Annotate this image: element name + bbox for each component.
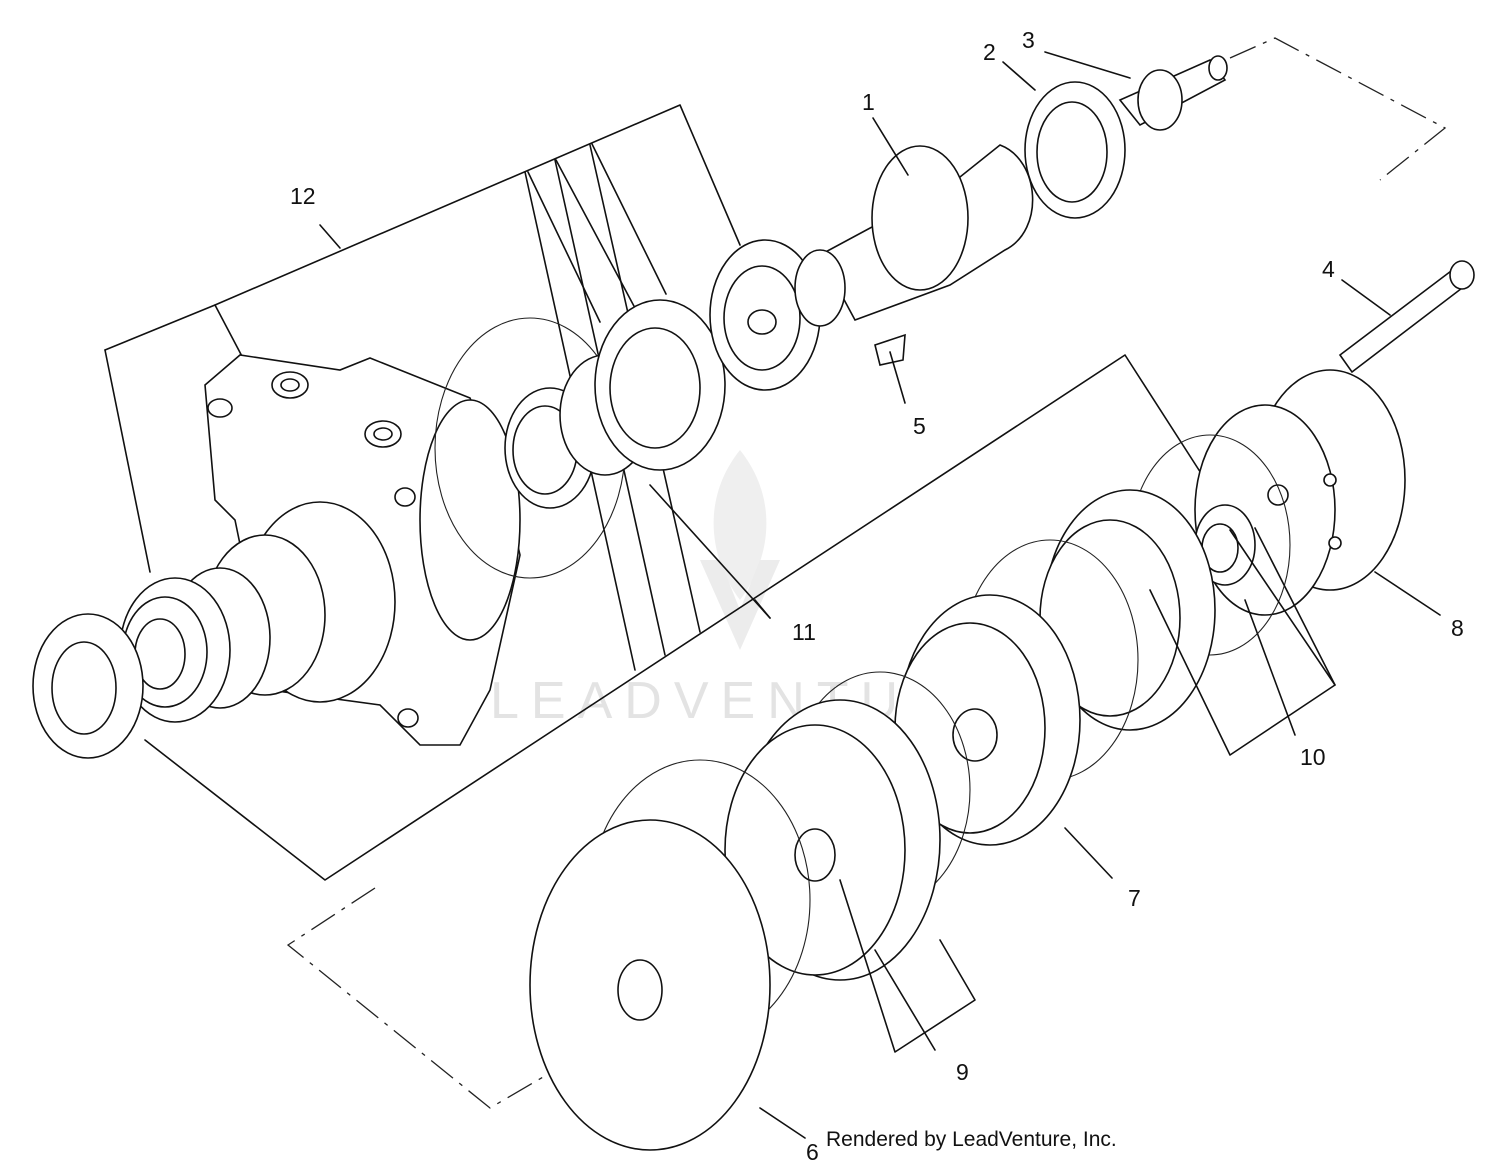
callout-7: 7: [1128, 885, 1141, 911]
callout-10: 10: [1300, 744, 1326, 770]
end-cap: [529, 759, 811, 1151]
render-credit: Rendered by LeadVenture, Inc.: [826, 1128, 1117, 1151]
callout-12: 12: [290, 183, 316, 209]
rotor-set: [894, 489, 1216, 846]
drive-shaft: [794, 144, 1034, 366]
gear-and-washer: [1024, 55, 1228, 219]
bracket-11: [527, 143, 771, 619]
callout-11: 11: [792, 619, 816, 645]
callout-8: 8: [1451, 615, 1464, 641]
plate-assembly: [1129, 434, 1291, 656]
callout-3: 3: [1022, 27, 1035, 53]
callout-9: 9: [956, 1059, 969, 1085]
seal-rings: [434, 239, 821, 579]
callout-4: 4: [1322, 256, 1335, 282]
motor-housing: [32, 354, 521, 759]
valve-plate: [724, 671, 971, 981]
callout-6: 6: [806, 1139, 819, 1165]
callout-labels: 1 2 3 4 5 6 7 8 9 10 11 12: [290, 27, 1464, 1165]
callout-5: 5: [913, 413, 926, 439]
bolt: [1338, 260, 1475, 374]
callout-2: 2: [983, 39, 996, 65]
callout-1: 1: [862, 89, 875, 115]
leader-lines: [759, 51, 1441, 1139]
